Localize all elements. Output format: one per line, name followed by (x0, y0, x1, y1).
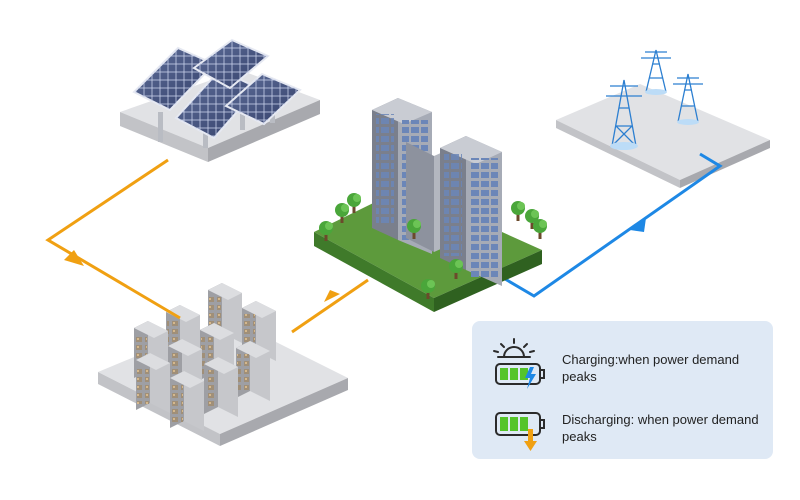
office-building (314, 98, 547, 312)
grid-to-building-flow (499, 152, 723, 298)
solar-to-storage-flow (45, 158, 181, 320)
transmission-tower (641, 49, 671, 93)
transmission-tower (673, 73, 703, 123)
tree (319, 221, 333, 241)
solar-panel (224, 72, 302, 126)
tree (525, 209, 539, 229)
tree (449, 259, 463, 279)
legend-item-discharging: Discharging: when power demand peaks (472, 403, 773, 459)
flow-arrow (630, 218, 646, 232)
legend-item-charging: Charging:when power demand peaks (472, 337, 773, 393)
legend-charging-text: Charging:when power demand peaks (562, 352, 740, 384)
battery-rack (204, 357, 238, 417)
sun-battery-bolt-icon (493, 338, 545, 389)
battery-rack (236, 341, 270, 401)
tree (347, 193, 361, 213)
tree (511, 201, 525, 221)
legend-box: Charging:when power demand peaks Dischar… (472, 321, 773, 459)
battery-rack (136, 353, 170, 413)
flow-arrow (324, 290, 340, 302)
battery-rack (170, 371, 204, 431)
legend-discharging-text: Discharging: when power demand peaks (562, 412, 759, 444)
tree (407, 219, 421, 239)
solar-panel (192, 38, 270, 90)
flow-arrow (64, 250, 84, 266)
power-grid-towers (556, 49, 770, 188)
storage-to-building-flow (291, 278, 369, 334)
tree (533, 219, 547, 239)
solar-panel-array (120, 38, 320, 162)
transmission-tower (606, 79, 642, 147)
tree (335, 203, 349, 223)
battery-storage-racks (98, 283, 348, 446)
tree (421, 279, 435, 299)
grid-platform (556, 84, 770, 180)
battery-arrow-down-icon (495, 412, 545, 451)
